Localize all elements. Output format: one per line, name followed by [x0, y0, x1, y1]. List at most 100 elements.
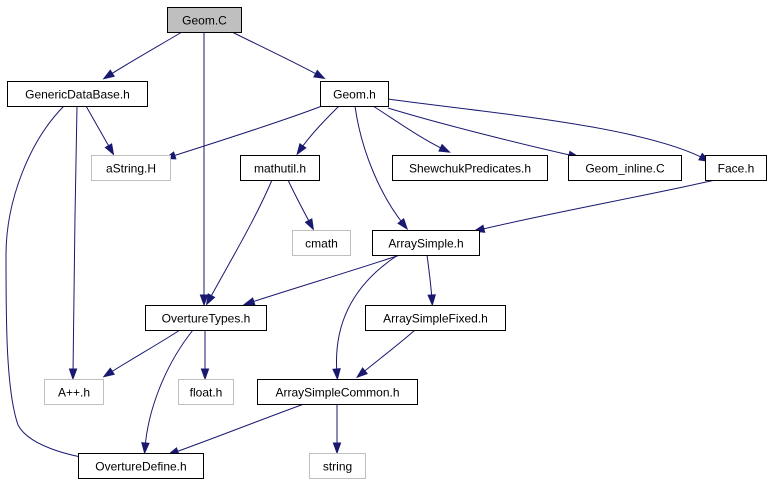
node-astring-h: aString.H [91, 155, 171, 181]
node-box [7, 81, 148, 107]
node-geom-inline-c[interactable]: Geom_inline.C [568, 155, 682, 181]
node-genericdatabase-h[interactable]: GenericDataBase.h [7, 81, 148, 107]
arrowhead-icon [397, 218, 409, 231]
dependency-edge [200, 330, 210, 381]
node-box [309, 453, 366, 479]
node-geom-h[interactable]: Geom.h [320, 81, 389, 107]
arrowhead-icon [68, 368, 78, 381]
edge-line [287, 179, 312, 226]
node-overturetypes-h[interactable]: OvertureTypes.h [145, 305, 267, 331]
node-label: float.h [190, 386, 223, 400]
dependency-edge [102, 31, 183, 80]
dependency-edge [356, 329, 416, 379]
edge-line [107, 31, 183, 77]
arrowhead-icon [438, 143, 451, 153]
edge-line [478, 179, 716, 231]
dependency-edge [287, 179, 315, 231]
edge-line [169, 105, 323, 158]
edge-line [72, 105, 78, 375]
arrowhead-icon [141, 442, 150, 455]
dependency-edge [166, 403, 305, 456]
edge-line [299, 105, 340, 151]
dependency-edge [296, 105, 340, 156]
arrowhead-icon [104, 143, 115, 156]
dependency-edge [387, 98, 711, 163]
arrowhead-icon [102, 367, 115, 378]
edge-line [144, 329, 194, 449]
node-box [365, 305, 506, 331]
dependency-edge [332, 403, 342, 455]
dependency-edge [231, 31, 326, 80]
node-arraysimplefixed-h[interactable]: ArraySimpleFixed.h [365, 305, 506, 331]
dependency-edge [426, 254, 436, 307]
node-box [78, 453, 204, 479]
node-arraysimple-h[interactable]: ArraySimple.h [372, 230, 480, 256]
arrowhead-icon [200, 368, 210, 381]
edge-line [335, 254, 399, 375]
edge-line [107, 329, 181, 375]
dependency-edge [68, 105, 78, 381]
node-label: Geom_inline.C [585, 162, 665, 176]
arrowhead-icon [296, 143, 307, 156]
node-label: Geom.h [333, 88, 376, 102]
node-label: ArraySimpleFixed.h [383, 312, 488, 326]
nodes-layer: Geom.C GenericDataBase.h Geom.h aString.H ma… [7, 7, 767, 479]
dependency-edge [102, 329, 181, 378]
node-label: string [323, 460, 352, 474]
arrowhead-icon [242, 297, 256, 306]
edge-line [372, 105, 446, 151]
node-mathutil-h[interactable]: mathutil.h [240, 155, 320, 181]
edge-line [248, 254, 401, 304]
edge-line [208, 179, 273, 301]
node-cmath: cmath [292, 230, 351, 256]
node-geom-c[interactable]: Geom.C [167, 7, 242, 33]
node-label: Geom.C [182, 14, 227, 28]
edges-layer [5, 31, 716, 465]
edge-line [387, 107, 575, 157]
edge-line [231, 31, 321, 77]
dependency-edge [205, 179, 273, 306]
edge-line [5, 105, 111, 461]
node-label: ArraySimple.h [388, 237, 463, 251]
node-box [320, 81, 389, 107]
arrowhead-icon [356, 367, 368, 379]
node-box [568, 155, 682, 181]
node-face-h[interactable]: Face.h [705, 155, 767, 181]
dependency-edge [242, 254, 401, 306]
edge-line [360, 329, 416, 375]
edge-line [387, 98, 706, 160]
node-overturedefine-h[interactable]: OvertureDefine.h [78, 453, 204, 479]
node-box [240, 155, 320, 181]
node-string: string [309, 453, 366, 479]
node-arraysimplecommon-h[interactable]: ArraySimpleCommon.h [257, 379, 418, 405]
node-box [292, 230, 351, 256]
arrowhead-icon [332, 368, 341, 381]
dependency-edge [141, 329, 194, 455]
edge-line [172, 403, 305, 454]
dependency-edge [199, 32, 209, 307]
node-box [91, 155, 171, 181]
edge-line [426, 254, 433, 301]
node-box [392, 155, 548, 181]
node-label: aString.H [106, 162, 156, 176]
dependency-edge [354, 105, 409, 231]
node-float-h: float.h [178, 379, 234, 405]
node-app-h: A++.h [44, 379, 104, 405]
node-label: ShewchukPredicates.h [409, 162, 531, 176]
arrowhead-icon [205, 293, 216, 306]
arrowhead-icon [102, 69, 115, 80]
dependency-edge [372, 105, 451, 153]
arrowhead-icon [427, 294, 436, 307]
dependency-edge [472, 179, 716, 233]
dependency-edge [332, 254, 399, 381]
node-label: cmath [305, 237, 338, 251]
node-label: A++.h [58, 386, 90, 400]
node-shewchuk-h[interactable]: ShewchukPredicates.h [392, 155, 548, 181]
node-label: Face.h [718, 162, 755, 176]
dependency-edge [85, 105, 115, 156]
edge-line [354, 105, 405, 226]
node-box [145, 305, 267, 331]
arrowhead-icon [332, 442, 342, 455]
node-box [178, 379, 234, 405]
